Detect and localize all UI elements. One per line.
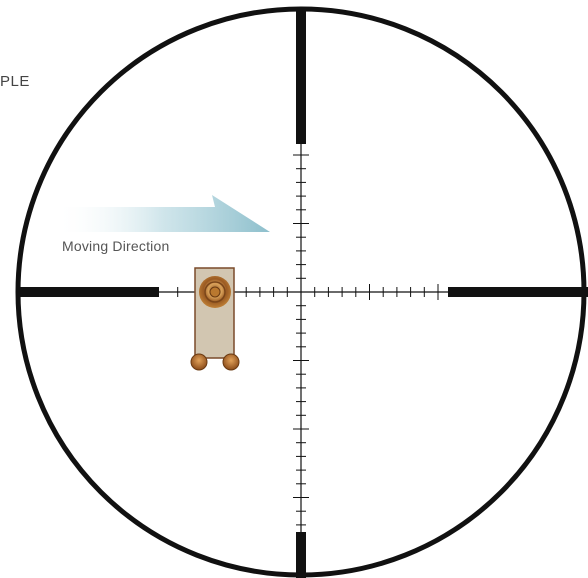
post-bottom bbox=[296, 532, 306, 578]
target bbox=[191, 268, 239, 370]
post-top bbox=[296, 8, 306, 144]
wheel-right bbox=[223, 354, 239, 370]
wheel-left bbox=[191, 354, 207, 370]
post-right bbox=[448, 287, 588, 297]
moving-direction-label: Moving Direction bbox=[62, 238, 169, 254]
post-left bbox=[20, 287, 159, 297]
moving-direction-arrow bbox=[55, 195, 270, 232]
